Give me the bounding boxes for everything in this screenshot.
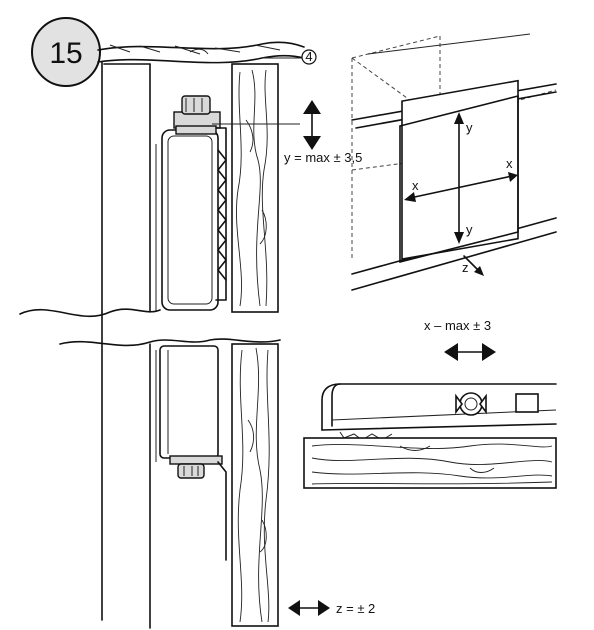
wood-door-lower [231,343,279,627]
hinge-bracket-upper [173,95,227,301]
y-tolerance-label: y = max ± 3,5 [284,150,362,165]
axis-x-left: x [412,178,419,193]
axis-y-bottom: y [466,222,473,237]
x-adjust-indicator: x – max ± 3 [424,318,496,361]
appliance-body-lower [155,345,219,462]
cabinet-side-upper [101,61,151,313]
worktop-top: 4 [97,41,317,65]
axis-z: z [462,260,469,275]
step-number: 15 [49,37,82,70]
perspective-cabinet: y y x x z [351,33,557,291]
break-line [19,308,281,347]
y-adjust-indicator: y = max ± 3,5 [212,100,362,165]
axis-y-top: y [466,120,473,135]
hinge-plate-top-view [321,383,557,441]
hinge-bracket-lower [169,455,227,561]
step-badge: 15 [31,17,101,87]
x-tolerance-label: x – max ± 3 [424,318,491,333]
z-adjust-indicator: z = ± 2 [288,600,375,616]
callout-number: 4 [305,49,312,64]
cabinet-side-lower [101,311,151,629]
wood-door-upper [231,63,279,313]
z-tolerance-label: z = ± 2 [336,601,375,616]
wood-worktop-section [303,437,557,489]
axis-x-right: x [506,156,513,171]
appliance-body-upper [155,129,219,312]
